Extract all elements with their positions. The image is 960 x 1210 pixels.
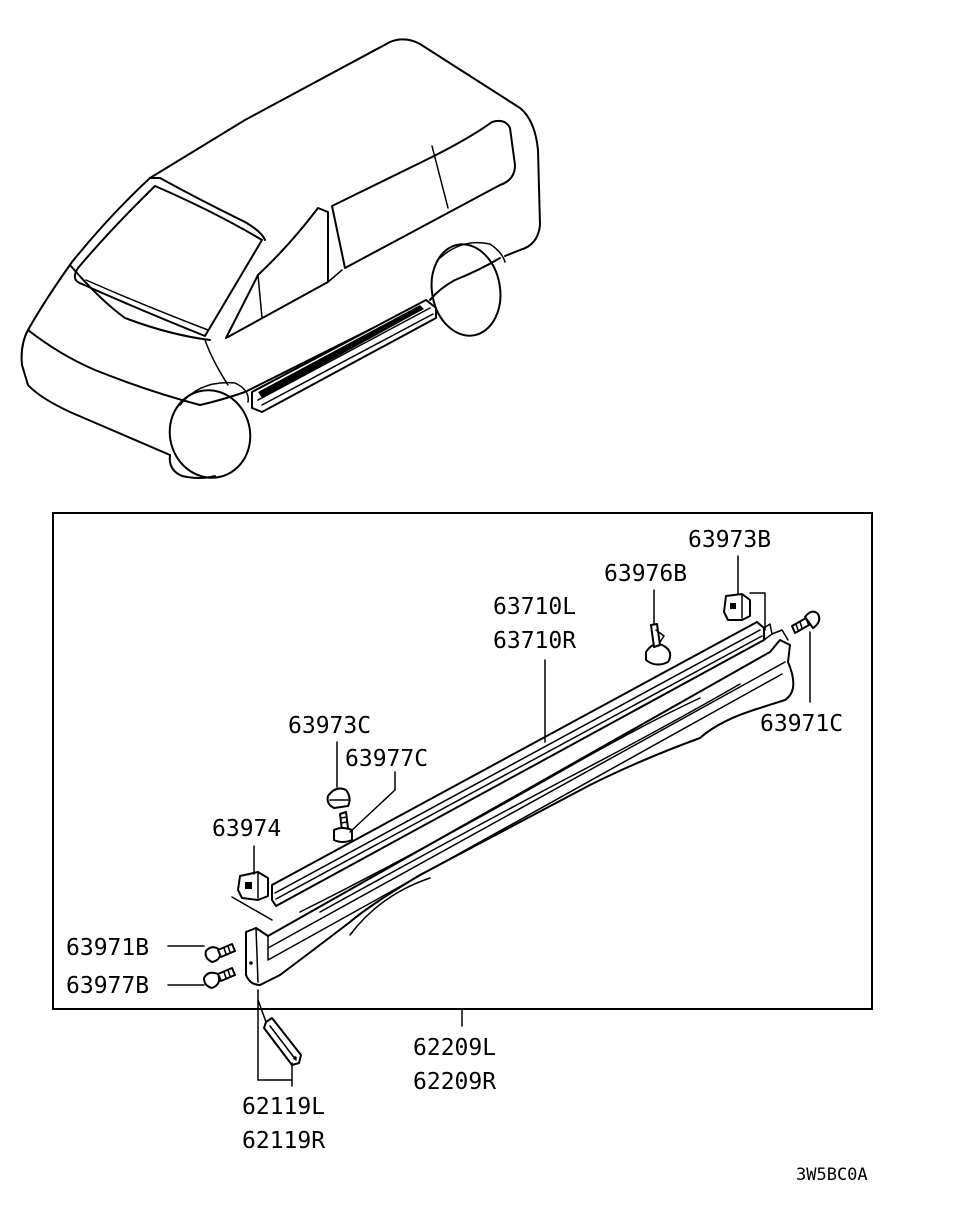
label-63973C: 63973C xyxy=(288,713,371,739)
label-63976B: 63976B xyxy=(604,561,687,587)
label-62209L: 62209L xyxy=(413,1035,496,1061)
label-63710L: 63710L xyxy=(493,594,576,620)
bolt-63977B xyxy=(203,967,236,989)
vehicle-illustration xyxy=(20,38,541,479)
moulding-strip xyxy=(271,621,773,907)
retainer-63974 xyxy=(237,871,269,901)
label-63971B: 63971B xyxy=(66,935,149,961)
leader-lines xyxy=(167,555,811,1087)
fastener-63976B xyxy=(645,623,672,666)
label-62209R: 62209R xyxy=(413,1069,496,1095)
label-63710R: 63710R xyxy=(493,628,576,654)
label-62119R: 62119R xyxy=(242,1128,325,1154)
label-62119L: 62119L xyxy=(242,1094,325,1120)
diagram-code: 3W5BC0A xyxy=(796,1165,868,1185)
label-63977C: 63977C xyxy=(345,746,428,772)
part-labels: 63973B 63976B 63710L 63710R 63973C 63977… xyxy=(66,527,868,1185)
label-63971C: 63971C xyxy=(760,711,843,737)
bolt-63977C xyxy=(333,811,353,843)
label-63974: 63974 xyxy=(212,816,281,842)
label-63977B: 63977B xyxy=(66,973,149,999)
side-sill-garnish xyxy=(245,629,795,986)
parts-group xyxy=(203,593,821,1066)
screw-63971C xyxy=(791,610,821,634)
nut-63973C xyxy=(326,787,351,809)
clip-63973B xyxy=(723,593,751,621)
label-63973B: 63973B xyxy=(688,527,771,553)
detail-frame xyxy=(52,512,873,1010)
screw-63971B xyxy=(204,943,236,963)
bracket-62119 xyxy=(263,1017,302,1066)
